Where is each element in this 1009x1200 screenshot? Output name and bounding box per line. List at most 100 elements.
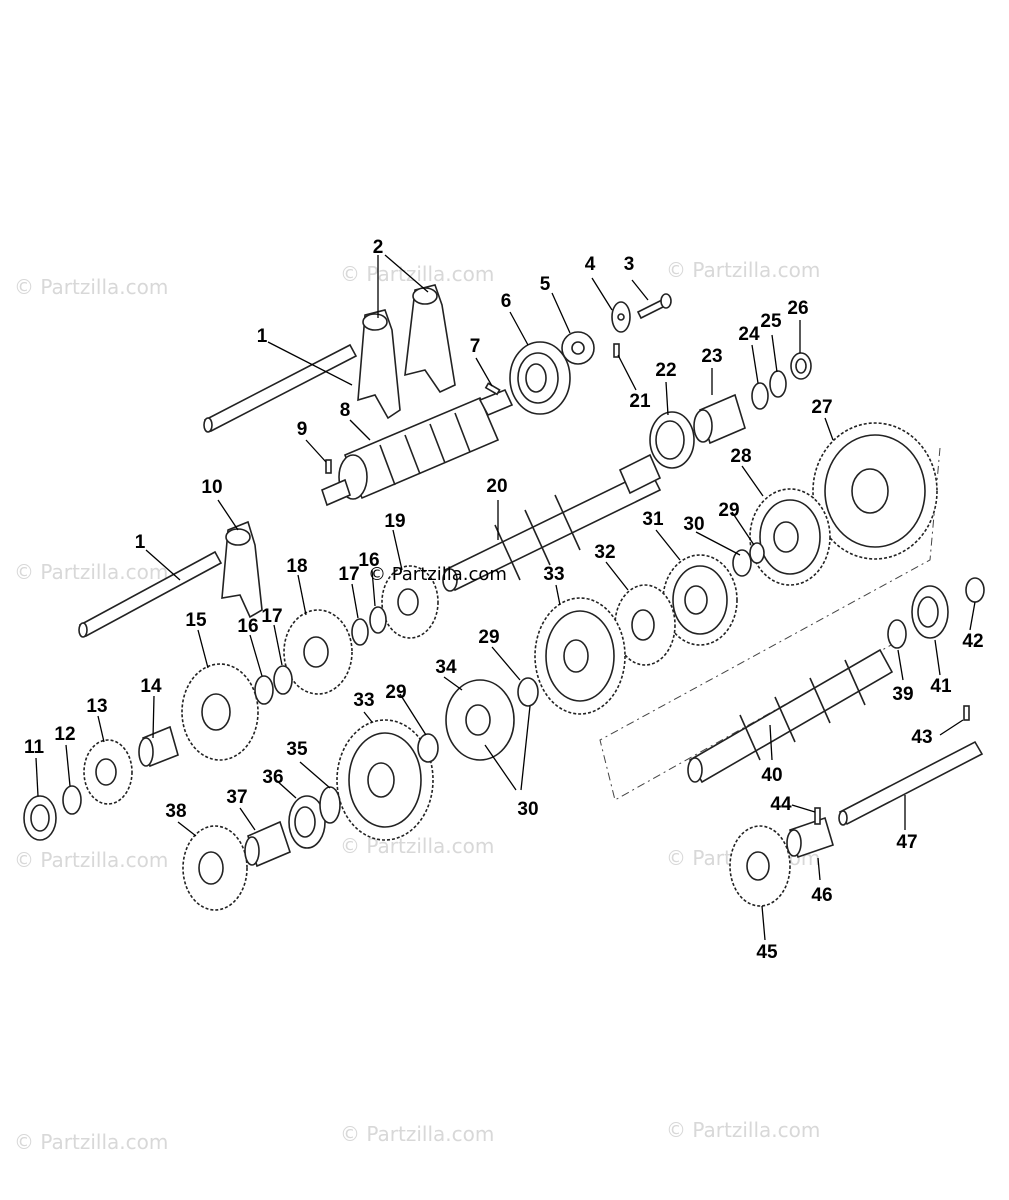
bolt-3	[636, 293, 672, 320]
callout-label: 35	[286, 739, 308, 760]
callout-label: 43	[911, 727, 932, 748]
pin-44	[814, 807, 821, 825]
shift-drum	[321, 388, 514, 507]
callout-label: 17	[261, 606, 282, 627]
watermark: © Partzilla.com	[340, 834, 495, 858]
watermark: © Partzilla.com	[14, 560, 169, 584]
bearing-6	[509, 341, 571, 415]
circlip-29-upper	[749, 542, 765, 564]
circlip-17-lower	[273, 665, 293, 695]
callout-label: 24	[738, 324, 760, 345]
nut-26	[790, 352, 812, 380]
callout-label: 32	[594, 542, 615, 563]
pin-21	[613, 343, 620, 358]
callout-label: 37	[226, 787, 247, 808]
callout-label: 10	[201, 477, 222, 498]
washer-4	[611, 301, 631, 333]
shift-rod-lower	[78, 550, 223, 638]
callout-label: 29	[385, 682, 406, 703]
gear-27	[812, 422, 938, 560]
callout-label: 30	[517, 799, 538, 820]
callout-label: 46	[811, 885, 832, 906]
circlip-29-lower	[417, 733, 439, 763]
callout-label: 11	[24, 737, 45, 758]
shift-fork-2b	[404, 284, 456, 394]
callout-label: 16	[358, 550, 379, 571]
callout-label: 41	[930, 676, 952, 697]
leader-lines	[35, 254, 976, 941]
callout-label: 20	[486, 476, 507, 497]
callout-label: 31	[642, 509, 664, 530]
gear-31	[662, 554, 738, 646]
callout-label: 22	[655, 360, 676, 381]
callout-label: 26	[787, 298, 808, 319]
callout-label: 14	[140, 676, 162, 697]
callout-label: 1	[257, 326, 268, 347]
bearing-11	[23, 795, 57, 841]
collar-23	[693, 393, 746, 445]
callout-label: 12	[54, 724, 75, 745]
callout-label: 33	[543, 564, 564, 585]
callout-label: 33	[353, 690, 374, 711]
washer-39	[887, 619, 907, 649]
shift-rod-upper	[203, 343, 358, 433]
callout-label: 3	[624, 254, 635, 275]
spacer-35	[319, 786, 341, 824]
pin-43	[963, 705, 970, 721]
washer-25	[769, 370, 787, 398]
callout-label: 23	[701, 346, 722, 367]
bearing-41	[911, 585, 949, 639]
shift-fork-10	[221, 520, 263, 619]
gear-19	[381, 565, 439, 639]
watermark: © Partzilla.com	[14, 848, 169, 872]
callout-label: 39	[892, 684, 913, 705]
watermark: © Partzilla.com	[666, 1118, 821, 1142]
callout-labels: 1 2 3 4 5 6 7 8 9 10 1 15 16 17 18 16 17…	[24, 237, 984, 963]
inline-watermark: © Partzilla.com	[368, 564, 507, 585]
pin-7	[484, 382, 501, 396]
callout-label: 9	[297, 419, 308, 440]
callout-label: 16	[237, 616, 258, 637]
countershaft-40	[687, 648, 894, 784]
callout-label: 47	[896, 832, 917, 853]
callout-label: 21	[629, 391, 651, 412]
callout-label: 5	[540, 274, 551, 295]
callout-label: 15	[185, 610, 207, 631]
callout-label: 13	[86, 696, 107, 717]
watermark: © Partzilla.com	[340, 1122, 495, 1146]
callout-label: 28	[730, 446, 751, 467]
assembly-outline	[599, 447, 941, 801]
callout-label: 42	[962, 631, 983, 652]
gear-13	[83, 739, 133, 805]
callout-label: 45	[756, 942, 778, 963]
callout-label: 18	[286, 556, 307, 577]
circlip-29-middle	[517, 677, 539, 707]
gear-18	[283, 609, 353, 695]
callout-label: 6	[501, 291, 512, 312]
circlip-17-upper	[351, 618, 369, 646]
star-cam-5	[561, 331, 595, 365]
shift-fork-2a	[357, 309, 401, 420]
washer-16-upper	[369, 606, 387, 634]
callout-label: 36	[262, 767, 283, 788]
callout-label: 27	[811, 397, 832, 418]
bearing-22	[649, 411, 695, 469]
shaft-47	[838, 740, 984, 826]
washer-24	[751, 382, 769, 410]
hub-34	[445, 679, 515, 761]
callout-label: 2	[373, 237, 384, 258]
gear-28	[749, 488, 831, 586]
callout-label: 1	[135, 532, 146, 553]
gear-45	[729, 825, 791, 907]
sleeve-37	[244, 820, 291, 868]
watermark: © Partzilla.com	[666, 258, 821, 282]
gear-15	[181, 663, 259, 761]
sleeve-46	[786, 816, 834, 859]
cap-42	[965, 577, 985, 603]
callout-label: 30	[683, 514, 704, 535]
washer-12	[62, 785, 82, 815]
callout-label: 17	[338, 564, 359, 585]
watermark: © Partzilla.com	[14, 275, 169, 299]
callout-label: 34	[435, 657, 457, 678]
